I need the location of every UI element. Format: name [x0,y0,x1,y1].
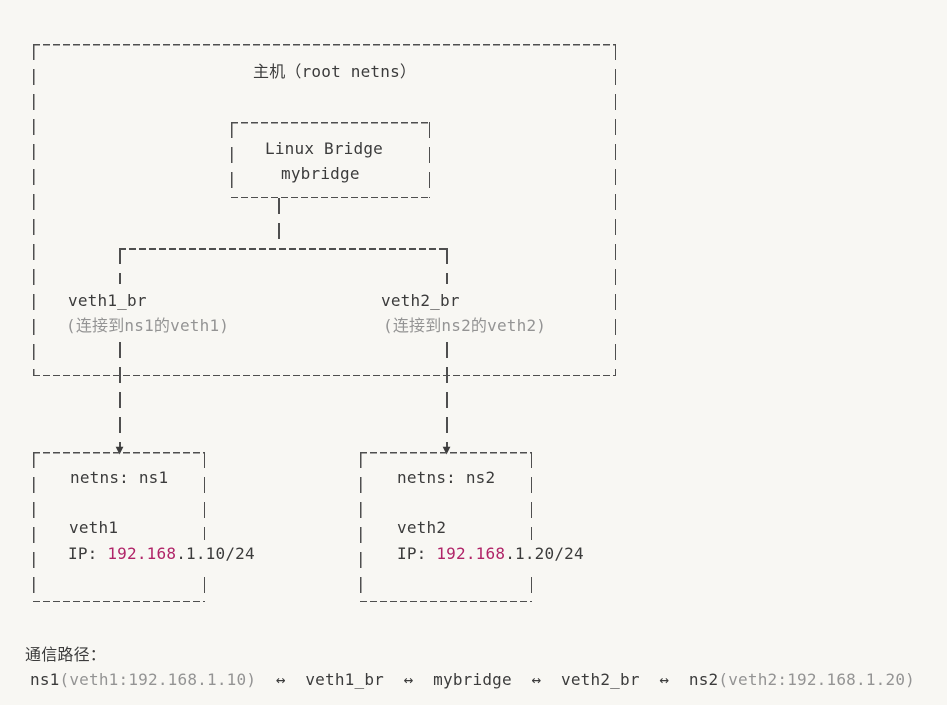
ns2-iface: veth2 [397,518,447,537]
right-port-note: (连接到ns2的veth2) [383,316,547,335]
bridge-box [231,122,430,198]
ns2-box [360,452,533,602]
bridge-id: mybridge [281,164,360,183]
communication-path-line: ns1(veth1:192.168.1.10) ↔ veth1_br ↔ myb… [30,670,916,689]
right-port-name: veth2_br [381,291,460,310]
ns1-border-gap [202,540,206,568]
right-branch-line-upper [446,248,448,284]
ns1-box [33,452,206,602]
left-port-note: (连接到ns1的veth1) [66,316,230,335]
ns1-iface: veth1 [69,518,119,537]
ns1-ip: IP: 192.168.1.10/24 [68,544,255,563]
ns1-title: netns: ns1 [70,468,169,487]
left-port-name: veth1_br [68,291,147,310]
arrow-down-icon: ▼ [115,443,124,458]
right-branch-line-lower [446,342,448,450]
ns2-ip: IP: 192.168.1.20/24 [397,544,584,563]
ns2-border-gap [529,540,533,568]
arrow-down-icon: ▼ [442,443,451,458]
bridge-stem-line [278,198,280,248]
host-box [33,44,616,376]
ns2-title: netns: ns2 [397,468,496,487]
left-branch-line-lower [119,342,121,450]
left-branch-line-upper [119,248,121,284]
bridge-name: Linux Bridge [265,139,383,158]
host-title: 主机（root netns） [253,62,417,81]
split-line [119,248,447,250]
communication-path-label: 通信路径： [25,645,107,664]
